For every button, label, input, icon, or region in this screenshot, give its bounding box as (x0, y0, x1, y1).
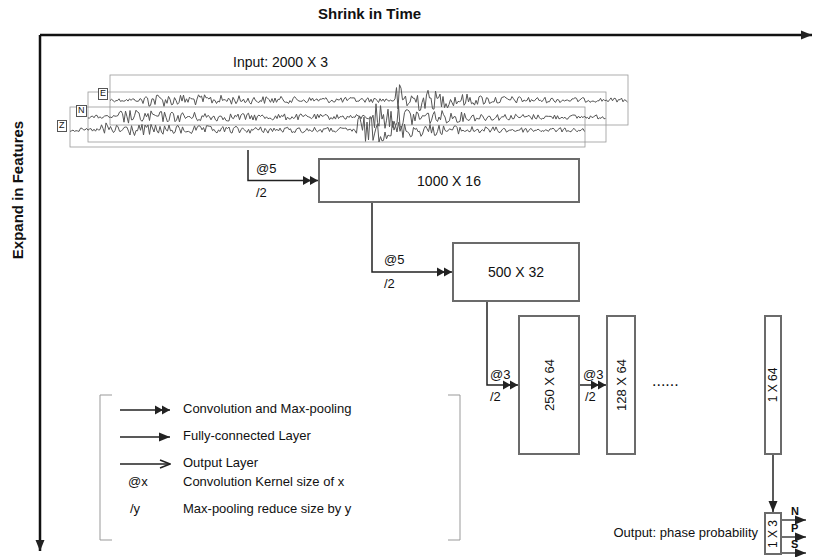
input-label: Input: 2000 X 3 (233, 54, 328, 70)
output-heading: Output: phase probability (613, 526, 758, 541)
waveform-trace (70, 116, 585, 142)
channel-name: Z (57, 120, 67, 132)
connector (772, 455, 774, 512)
legend-text: Max-pooling reduce size by y (183, 502, 351, 517)
output-arrow (782, 552, 806, 553)
layer-label: 1 X 64 (767, 368, 779, 403)
trace-frame (70, 107, 585, 147)
connector (487, 302, 518, 385)
legend-symbol: /y (130, 502, 140, 517)
class-name: S (791, 538, 798, 551)
legend-bracket (448, 395, 460, 540)
connector (248, 150, 318, 181)
legend-text: Output Layer (183, 456, 258, 471)
time-axis (40, 34, 812, 37)
legend-text: Fully-connected Layer (183, 429, 311, 444)
layer-box: 250 X 64 (518, 315, 580, 455)
legend-text: Convolution and Max-pooling (183, 402, 351, 417)
pool-factor: /2 (384, 277, 395, 292)
channel-name: N (76, 105, 87, 117)
trace-frame (110, 75, 628, 125)
pool-factor: /2 (256, 186, 267, 201)
axis-title: Expand in Features (9, 121, 26, 259)
layer-label: 128 X 64 (615, 359, 628, 411)
legend-sample (120, 409, 170, 411)
axis-title: Shrink in Time (318, 5, 421, 22)
legend-sample (120, 463, 170, 465)
legend-sample (120, 436, 170, 438)
layer-label: 1 X 3 (767, 519, 779, 547)
output-arrow (782, 536, 806, 537)
ellipsis: ...... (652, 372, 679, 390)
waveform-trace (110, 85, 628, 111)
pool-factor: /2 (585, 390, 596, 405)
layer-label: 1000 X 16 (417, 172, 481, 188)
legend-text: Convolution Kernel size of x (183, 475, 344, 490)
kernel-size: @3 (583, 368, 603, 383)
pool-factor: /2 (490, 390, 501, 405)
kernel-size: @3 (490, 368, 510, 383)
kernel-size: @5 (384, 253, 404, 268)
connector (372, 203, 452, 272)
channel-name: E (98, 88, 108, 100)
seismogram (70, 85, 628, 142)
feature-axis (39, 35, 42, 551)
layer-box: 1 X 64 (764, 315, 782, 455)
connector (580, 384, 606, 386)
layer-box: 500 X 32 (452, 242, 580, 302)
layer-label: 250 X 64 (543, 359, 556, 411)
output-arrow (782, 519, 806, 520)
layer-box: Output: phase probability1 X 3 (764, 512, 782, 555)
layer-label: 500 X 32 (488, 264, 544, 280)
layer-box: 1000 X 16 (318, 158, 580, 203)
kernel-size: @5 (256, 162, 276, 177)
class-name: P (791, 522, 798, 535)
layer-box: 128 X 64 (606, 315, 636, 455)
input-panel: Input: 2000 X 3 (55, 50, 633, 150)
legend-symbol: @x (128, 475, 148, 490)
legend-bracket (100, 395, 112, 540)
waveform-trace (88, 104, 606, 129)
class-name: N (791, 505, 799, 518)
